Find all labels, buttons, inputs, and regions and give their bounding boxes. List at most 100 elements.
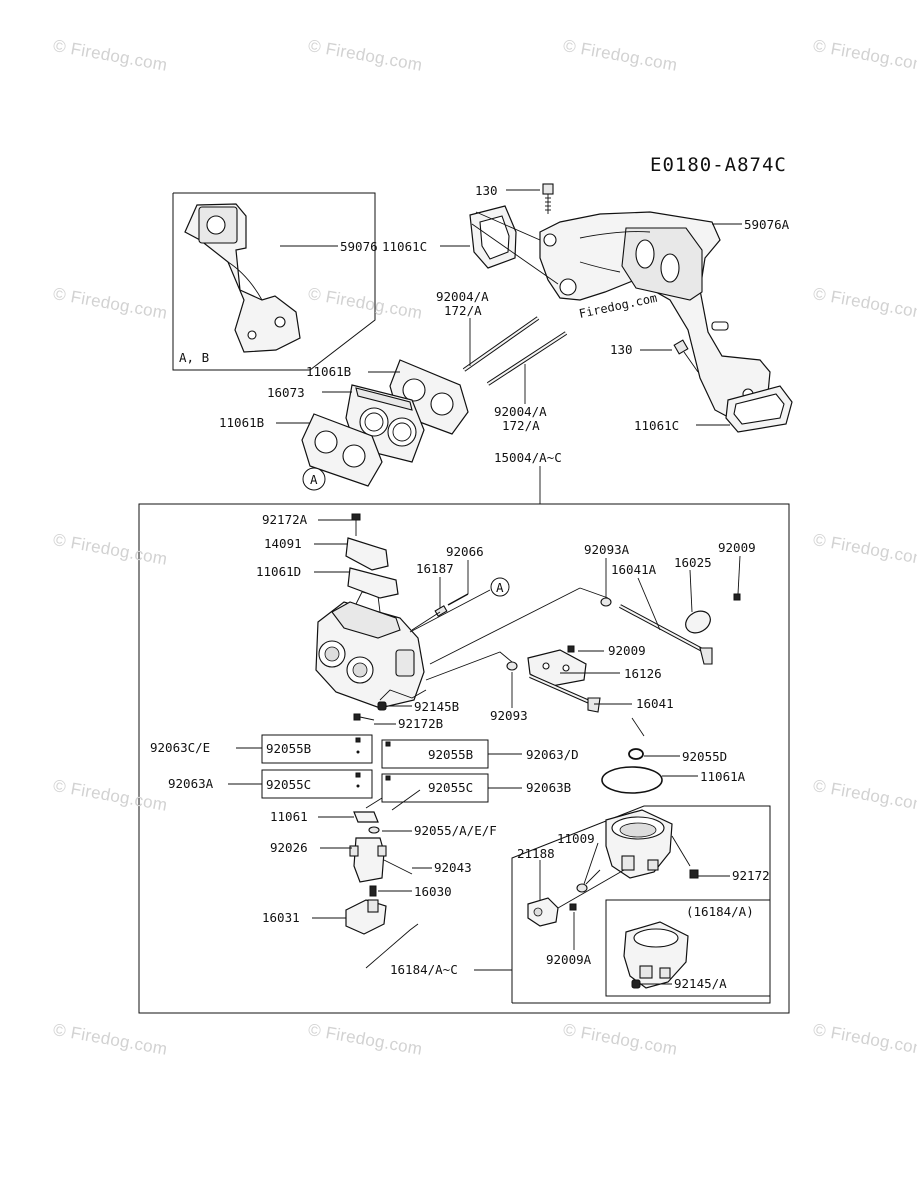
diagram-code: E0180-A874C: [650, 154, 787, 176]
label-16184a: (16184/A): [686, 904, 754, 919]
ring-92055d: [628, 748, 644, 760]
label-59076a: 59076A: [744, 217, 790, 232]
label-92055c-left: 92055C: [266, 777, 311, 792]
label-92093a: 92093A: [584, 542, 630, 557]
label-15004: 15004/A~C: [494, 450, 562, 465]
choke-plate-16025: [685, 610, 711, 634]
carburetor-body: [315, 591, 425, 709]
carburetor-assembly-frame: [138, 503, 790, 1014]
throttle-shaft-16041: [529, 674, 601, 713]
label-16126: 16126: [624, 666, 662, 681]
gasket-11061c-top: [469, 205, 517, 269]
label-92172: 92172: [732, 868, 770, 883]
screw-92172b: [353, 713, 375, 721]
label-92009-right: 92009: [718, 540, 756, 555]
label-92043: 92043: [434, 860, 472, 875]
label-11061c-top: 11061C: [382, 239, 427, 254]
float-valve-92026: [349, 837, 387, 883]
label-92063b: 92063B: [526, 780, 571, 795]
washer-92093: [506, 661, 518, 671]
stud-92004-upper: [462, 316, 540, 372]
screw-92145a: [631, 979, 641, 989]
label-11061c-bottom: 11061C: [634, 418, 679, 433]
label-16184ac: 16184/A~C: [390, 962, 458, 977]
screw-92009-right: [733, 593, 741, 601]
pin-92043: [383, 859, 413, 875]
label-16041a: 16041A: [611, 562, 657, 577]
screw-92172: [689, 869, 699, 879]
inset-note: A, B: [179, 350, 209, 365]
label-21188: 21188: [517, 846, 555, 861]
label-92145a: 92145/A: [674, 976, 727, 991]
label-92009-mid: 92009: [608, 643, 646, 658]
callout-a-2: A: [496, 580, 504, 595]
callout-a: A: [310, 472, 318, 487]
label-16187: 16187: [416, 561, 454, 576]
screw-92145b: [377, 701, 387, 711]
label-11061a: 11061A: [700, 769, 746, 784]
label-92055aef: 92055/A/E/F: [414, 823, 497, 838]
label-92055b-right: 92055B: [428, 747, 473, 762]
screw-92009a: [569, 903, 577, 911]
jet-box-92055b-left: [261, 734, 373, 764]
label-92063ce: 92063C/E: [150, 740, 210, 755]
shaft-92066: [447, 593, 469, 606]
label-92009a: 92009A: [546, 952, 592, 967]
label-14091: 14091: [264, 536, 302, 551]
label-92172b: 92172B: [398, 716, 443, 731]
washer-92093a: [600, 597, 612, 607]
label-92055d: 92055D: [682, 749, 727, 764]
label-92063d: 92063/D: [526, 747, 579, 762]
screw-92172a: [351, 513, 361, 536]
label-16073: 16073: [267, 385, 305, 400]
label-92004-lower: 92004/A: [494, 404, 547, 419]
part-labels: 130 11061C 59076 59076A 92004/A 172/A 11…: [150, 183, 790, 991]
label-172-lower: 172/A: [502, 418, 540, 433]
label-11061b-lower: 11061B: [219, 415, 264, 430]
label-92093: 92093: [490, 708, 528, 723]
gasket-11009: [576, 883, 588, 893]
label-59076: 59076: [340, 239, 378, 254]
label-92172a: 92172A: [262, 512, 308, 527]
label-11061d: 11061D: [256, 564, 301, 579]
gasket-11061-small: [353, 811, 379, 823]
cover-14091: [345, 537, 389, 571]
intake-manifold-59076a: [539, 211, 771, 427]
gasket-11061d: [347, 567, 399, 599]
washer-92055: [368, 826, 380, 834]
intake-manifold-59076: [184, 203, 301, 353]
solenoid-21188: [527, 897, 559, 927]
label-16030: 16030: [414, 884, 452, 899]
bolt-130-top: [542, 183, 554, 214]
float-bowl: [605, 809, 673, 879]
throttle-plate-16126: [527, 649, 587, 687]
label-130-mid: 130: [610, 342, 633, 357]
label-11009: 11009: [557, 831, 595, 846]
float-16031: [345, 899, 387, 935]
label-92026: 92026: [270, 840, 308, 855]
label-92063a: 92063A: [168, 776, 214, 791]
bowl-variant-frame: [605, 899, 771, 997]
needle-16030: [369, 885, 377, 897]
bolt-130-mid: [673, 339, 699, 373]
label-92055b-left: 92055B: [266, 741, 311, 756]
float-bowl-variant: [623, 921, 689, 989]
label-130-top: 130: [475, 183, 498, 198]
label-92055c-right: 92055C: [428, 780, 473, 795]
label-92145b: 92145B: [414, 699, 459, 714]
stud-92004-lower: [486, 331, 568, 386]
gasket-11061b-lower: [301, 413, 383, 487]
label-16025: 16025: [674, 555, 712, 570]
screw-92009-mid: [567, 645, 575, 653]
gasket-11061c-bottom: [725, 385, 793, 433]
label-92004-upper: 92004/A: [436, 289, 489, 304]
label-16031: 16031: [262, 910, 300, 925]
label-92066: 92066: [446, 544, 484, 559]
label-16041: 16041: [636, 696, 674, 711]
label-11061: 11061: [270, 809, 308, 824]
label-11061b-upper: 11061B: [306, 364, 351, 379]
label-172-upper: 172/A: [444, 303, 482, 318]
inset-frame: [172, 192, 376, 371]
